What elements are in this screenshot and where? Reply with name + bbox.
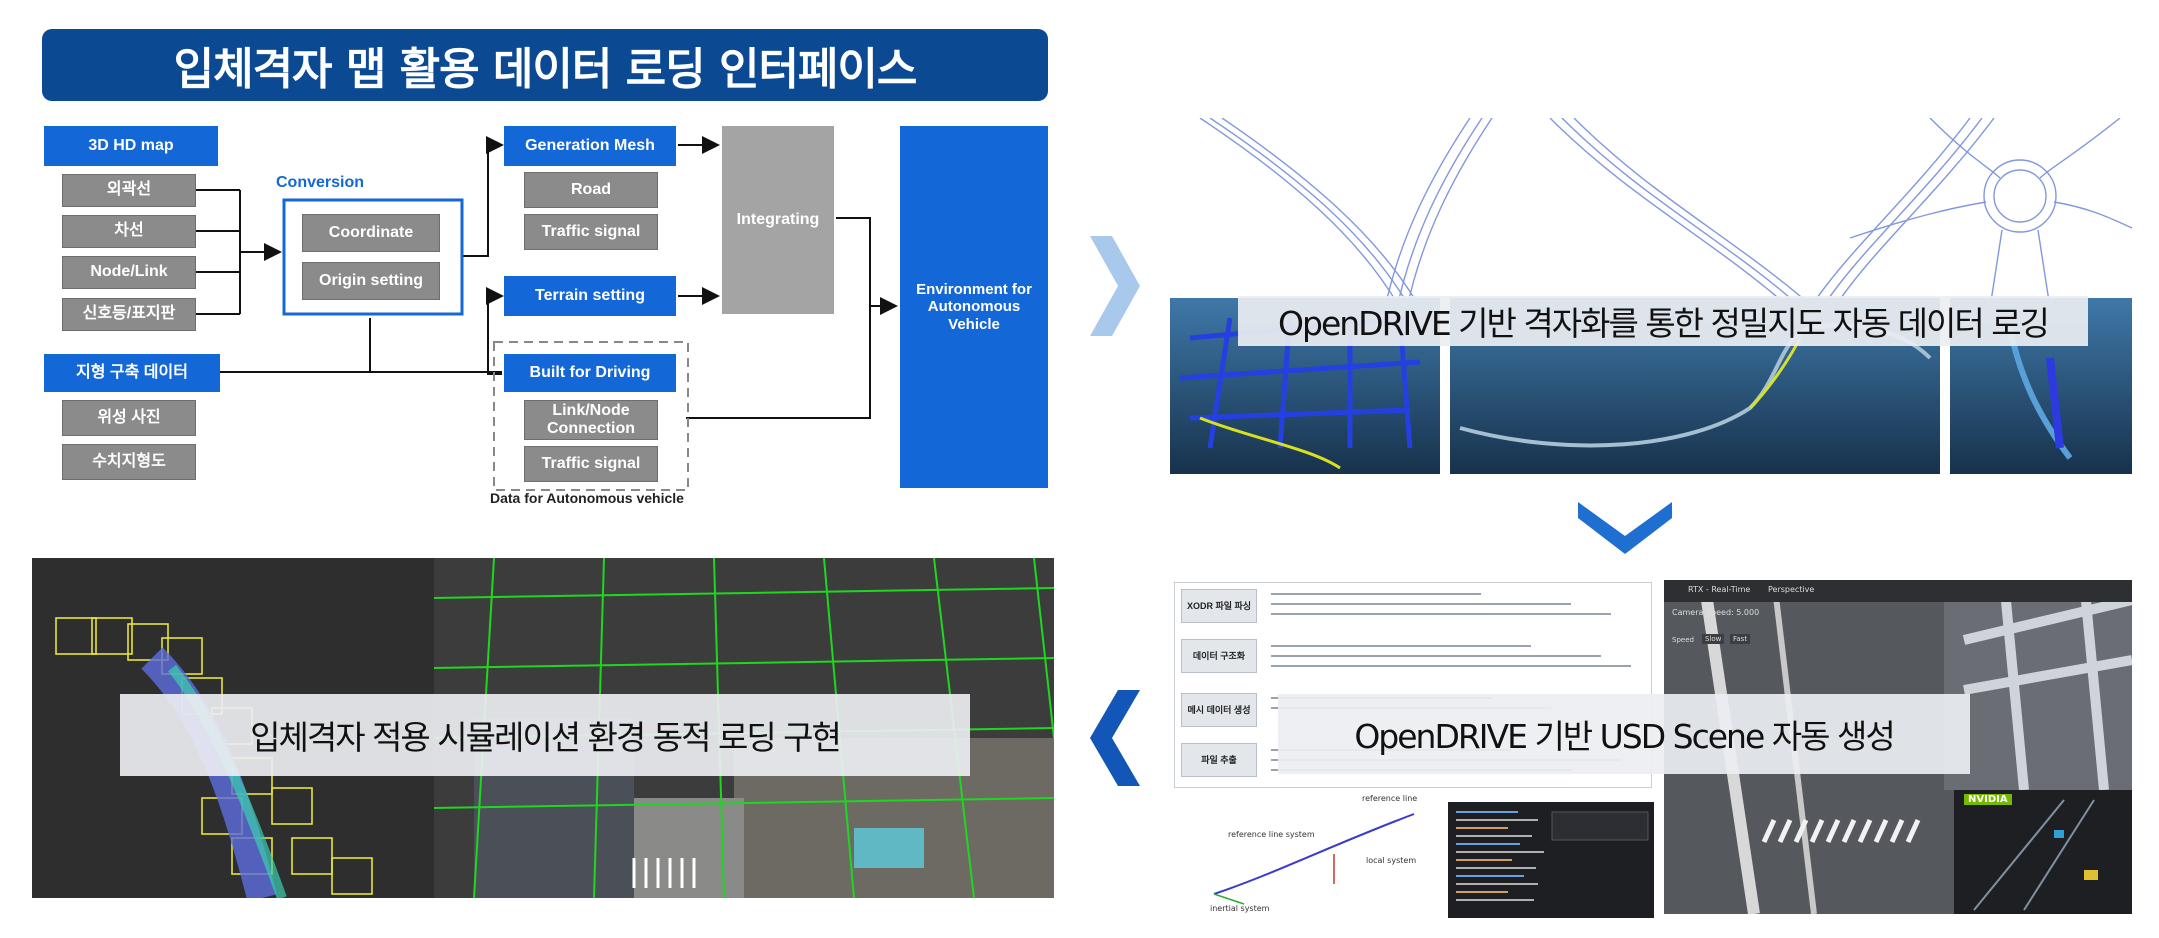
hd-map-item-signal: 신호등/표지판: [62, 298, 196, 331]
viewer-toolbar-perspective[interactable]: Perspective: [1768, 585, 1815, 594]
label-reference-line: reference line: [1362, 794, 1418, 803]
flowchart: 3D HD map 외곽선 차선 Node/Link 신호등/표지판 Conve…: [40, 118, 1050, 518]
conversion-label: Conversion: [276, 174, 365, 191]
driving-traffic-signal-box: Traffic signal: [524, 446, 658, 482]
generation-mesh-box: Generation Mesh: [504, 126, 676, 166]
caption-bottom-left: 입체격자 적용 시뮬레이션 환경 동적 로딩 구현: [120, 694, 970, 776]
nvidia-logo: NVIDIA: [1964, 794, 2012, 805]
driving-group-label: Data for Autonomous vehicle: [490, 490, 684, 506]
terrain-item-satellite: 위성 사진: [62, 400, 196, 436]
environment-box: Environment for Autonomous Vehicle: [900, 126, 1048, 488]
hd-map-box: 3D HD map: [44, 126, 218, 166]
label-reference-line-system: reference line system: [1228, 830, 1315, 839]
terrain-setting-box: Terrain setting: [504, 276, 676, 316]
terrain-item-dem: 수치지형도: [62, 444, 196, 480]
hd-map-item-lane: 차선: [62, 215, 196, 248]
built-for-driving-box: Built for Driving: [504, 354, 676, 392]
link-node-connection-box: Link/Node Connection: [524, 400, 658, 440]
pipeline-step-4: 파일 추출: [1181, 743, 1257, 777]
road-network-sketches: [1199, 118, 2132, 308]
origin-setting-box: Origin setting: [302, 262, 440, 300]
caption-bottom-right: OpenDRIVE 기반 USD Scene 자동 생성: [1278, 694, 1970, 774]
pipeline-step-2: 데이터 구조화: [1181, 639, 1257, 673]
camera-speed-label: Camera Speed: 5.000: [1672, 608, 1760, 617]
page-title: 입체격자 맵 활용 데이터 로딩 인터페이스: [42, 29, 1048, 101]
road-box: Road: [524, 172, 658, 208]
slow-button[interactable]: Slow: [1702, 634, 1725, 644]
terrain-data-box: 지형 구축 데이터: [44, 354, 220, 392]
hd-map-item-outline: 외곽선: [62, 174, 196, 207]
viewer-toolbar-render[interactable]: RTX - Real-Time: [1688, 585, 1751, 594]
label-local-system: local system: [1366, 856, 1417, 865]
simulation-panel: 입체격자 적용 시뮬레이션 환경 동적 로딩 구현: [32, 558, 1054, 898]
road-grid-panel: OpenDRIVE 기반 격자화를 통한 정밀지도 자동 데이터 로깅: [1170, 118, 2132, 474]
usd-pipeline-panel: XODR 파일 파싱 데이터 구조화 메시 데이터 생성 파일 추출 refer…: [1170, 580, 2132, 920]
pipeline-step-3: 메시 데이터 생성: [1181, 693, 1257, 727]
reference-line-diagram: reference line reference line system loc…: [1174, 794, 1442, 920]
pointcloud-view-3: [1950, 298, 2132, 474]
left-arrow-icon: [1090, 690, 1140, 786]
fast-button[interactable]: Fast: [1730, 634, 1751, 644]
coordinate-box: Coordinate: [302, 214, 440, 252]
speed-label: Speed: [1672, 636, 1694, 644]
integrating-box: Integrating: [722, 126, 834, 314]
flowchart-connectors: [195, 136, 898, 491]
code-lines: [1456, 811, 1649, 901]
down-arrow-icon: [1578, 502, 1672, 554]
right-arrow-icon: [1090, 236, 1140, 336]
usd-viewer: RTX - Real-Time Perspective Camera Speed…: [1664, 580, 2132, 915]
traffic-signal-box: Traffic signal: [524, 214, 658, 250]
hd-map-item-node-link: Node/Link: [62, 256, 196, 289]
reference-curve: [1213, 813, 1415, 905]
code-editor: [1448, 802, 1654, 918]
pipeline-step-1: XODR 파일 파싱: [1181, 589, 1257, 623]
caption-top-right: OpenDRIVE 기반 격자화를 통한 정밀지도 자동 데이터 로깅: [1238, 296, 2088, 346]
label-inertial-system: inertial system: [1210, 904, 1270, 913]
